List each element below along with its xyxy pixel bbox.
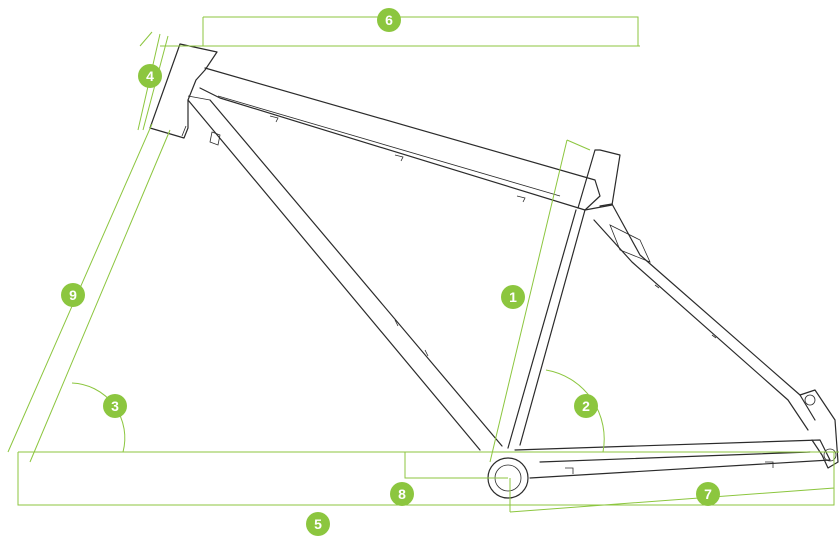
dim-line-stack-length — [7, 123, 171, 463]
svg-text:3: 3 — [111, 398, 119, 414]
marker-head-tube-length: 4 — [138, 64, 162, 88]
svg-text:5: 5 — [314, 516, 322, 532]
marker-seat-tube-angle: 2 — [574, 394, 598, 418]
svg-text:9: 9 — [69, 287, 77, 303]
rear-dropout — [799, 389, 839, 469]
bicycle-frame — [149, 43, 839, 499]
svg-text:4: 4 — [146, 68, 154, 84]
marker-top-tube-length: 6 — [377, 8, 401, 32]
down-tube — [187, 99, 503, 451]
svg-text:8: 8 — [398, 486, 406, 502]
marker-chainstay-length: 7 — [696, 482, 720, 506]
marker-bb-drop: 8 — [390, 482, 414, 506]
seat-tube — [507, 149, 621, 449]
top-tube — [199, 67, 601, 211]
dim-line-top-tube-length — [160, 16, 640, 47]
marker-head-tube-angle: 3 — [103, 394, 127, 418]
svg-text:7: 7 — [704, 486, 712, 502]
chain-stay — [514, 439, 831, 479]
marker-wheelbase: 5 — [306, 512, 330, 536]
marker-stack-length: 9 — [61, 283, 85, 307]
dimension-lines — [7, 16, 839, 513]
dim-line-seat-tube-length — [489, 139, 591, 463]
svg-text:6: 6 — [385, 12, 393, 28]
seat-stay — [593, 203, 816, 431]
dim-line-chainstay-length — [509, 460, 835, 513]
svg-text:1: 1 — [509, 289, 517, 305]
dim-line-bb-drop — [404, 452, 508, 479]
marker-badges: 1 2 3 4 5 6 7 8 9 — [61, 8, 720, 536]
marker-seat-tube-length: 1 — [501, 285, 525, 309]
svg-text:2: 2 — [582, 398, 590, 414]
